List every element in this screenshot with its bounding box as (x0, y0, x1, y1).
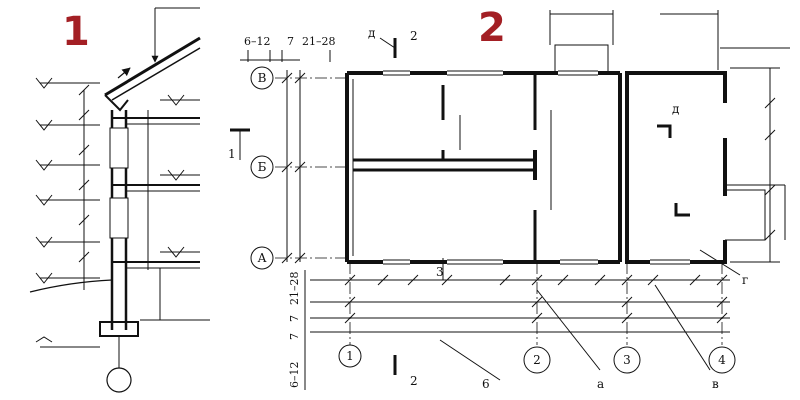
section-num-bottom: 2 (410, 374, 418, 388)
axis-markers: В Б А 1 2 3 4 (250, 66, 736, 374)
dim-top-text: 6–12 (244, 35, 271, 48)
callout-six: 6 (482, 377, 490, 391)
dim-top-text: 7 (287, 35, 294, 48)
callout-z: 3 (436, 265, 444, 279)
axis-column-label: 2 (533, 353, 541, 367)
axis-row-label: А (257, 251, 266, 265)
dim-vertical-text: 7 (288, 315, 301, 322)
section-drawing (29, 7, 210, 393)
callout-a: а (597, 377, 604, 391)
dim-vertical-text: 6–12 (288, 362, 301, 389)
plan-drawing (230, 10, 790, 390)
axis-column-label: 4 (718, 353, 726, 367)
axis-row-label: В (258, 71, 267, 85)
bottom-ticks (344, 274, 728, 324)
callout-g: г (742, 273, 748, 287)
callout-v: в (712, 377, 719, 391)
axis-column-label: 3 (623, 353, 631, 367)
panel-2-number: 2 (478, 5, 506, 51)
section-mark-1: 1 (228, 147, 236, 161)
dim-vertical-text: 7 (288, 333, 301, 340)
dim-top-text: 21–28 (302, 35, 336, 48)
section-num-top: 2 (410, 29, 418, 43)
axis-row-label: Б (258, 160, 267, 174)
axis-column-label: 1 (346, 349, 354, 363)
dim-vertical-text: 21–28 (288, 272, 301, 306)
section-d-mark: д (368, 26, 375, 40)
panel-1-number: 1 (62, 9, 90, 55)
interior-d-label: д (672, 102, 679, 116)
